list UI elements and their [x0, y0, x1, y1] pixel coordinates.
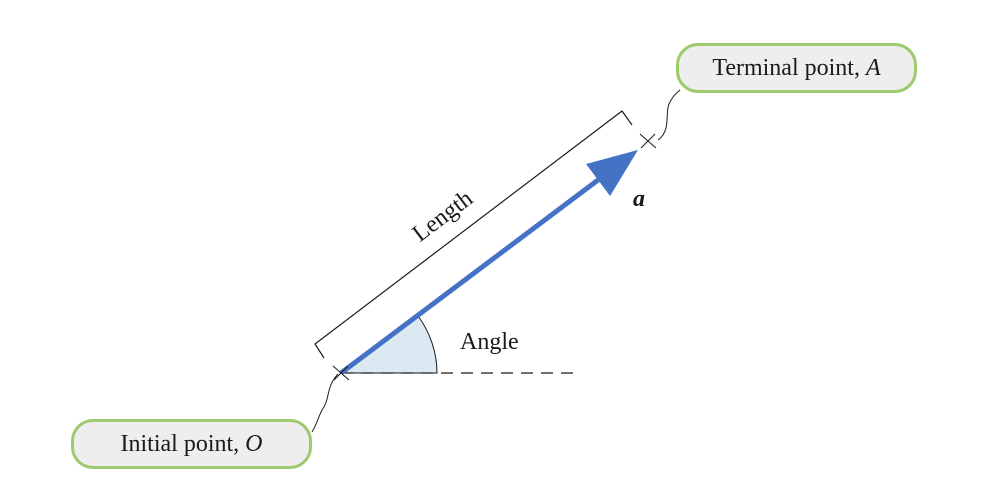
initial-point-callout: Initial point, O — [71, 419, 312, 469]
terminal-point-text: Terminal point, — [712, 54, 860, 81]
initial-point-text: Initial point, — [120, 430, 240, 457]
initial-leader-line — [311, 373, 339, 433]
terminal-point-marker — [639, 133, 657, 149]
vector-arrow — [339, 149, 638, 375]
angle-label: Angle — [460, 329, 519, 355]
terminal-leader-line — [657, 89, 681, 141]
length-bracket — [314, 110, 633, 359]
initial-point-symbol: O — [245, 430, 263, 457]
terminal-point-symbol: A — [865, 54, 881, 81]
vector-label: a — [633, 186, 645, 212]
length-label: Length — [408, 186, 478, 248]
initial-point-marker — [332, 365, 350, 381]
terminal-point-callout: Terminal point, A — [676, 43, 917, 93]
